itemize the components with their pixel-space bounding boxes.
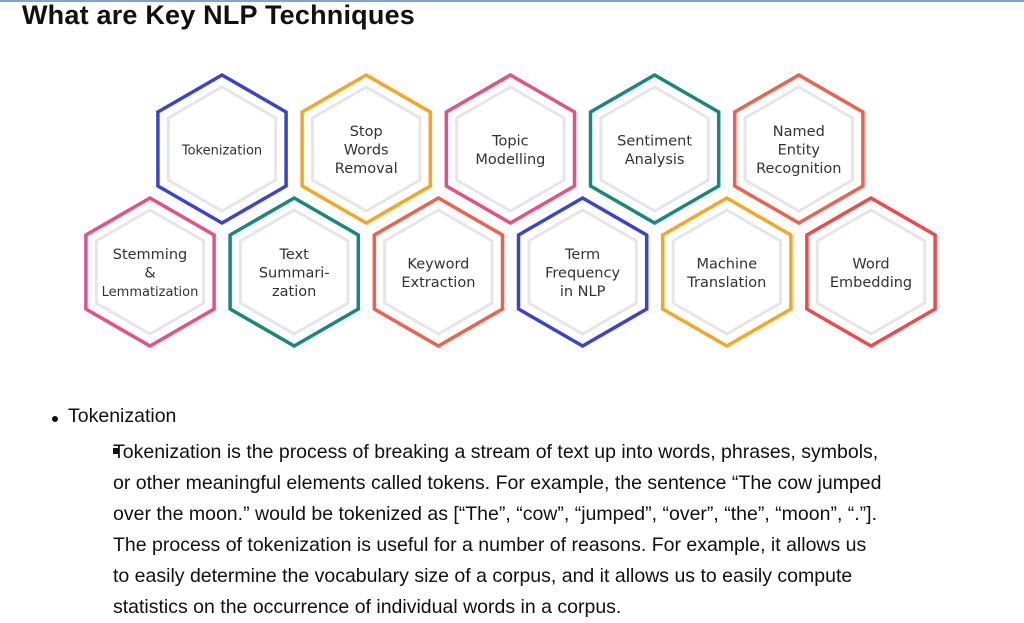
hexagon-inner <box>239 208 350 336</box>
technique-label: Removal <box>335 161 398 177</box>
hexagon-inner <box>671 208 782 336</box>
technique-hexagon: Stemming & Lemmatization <box>84 195 216 349</box>
technique-label: zation <box>272 284 316 300</box>
technique-label: Translation <box>686 275 766 291</box>
techniques-hexagon-diagram: TokenizationStopWordsRemovalTopicModelli… <box>84 72 937 349</box>
technique-label: Text <box>279 247 310 263</box>
hexagon-inner <box>383 208 494 336</box>
hexagon-inner <box>599 85 710 213</box>
technique-label: & <box>144 266 155 282</box>
page-title: What are Key NLP Techniques <box>22 0 415 30</box>
hexagon-inner <box>166 85 278 213</box>
technique-label: Stop <box>350 124 383 140</box>
technique-hexagon: Tokenization <box>156 72 288 226</box>
technique-label: in NLP <box>560 284 606 300</box>
technique-label: Entity <box>778 143 821 159</box>
technique-label: Word <box>852 256 889 272</box>
technique-label: Named <box>773 124 825 140</box>
technique-label: Tokenization <box>181 144 262 159</box>
paragraph-line: The process of tokenization is useful fo… <box>113 534 867 556</box>
hexagon-inner <box>527 208 638 336</box>
hexagon-inner <box>311 85 422 213</box>
paragraph-line: statistics on the occurrence of individu… <box>113 596 622 618</box>
technique-label: Lemmatization <box>102 285 199 300</box>
technique-label: Machine <box>696 256 757 272</box>
technique-label: Words <box>344 143 389 159</box>
technique-label: Extraction <box>401 275 475 291</box>
tokenization-description: Tokenization is the process of breaking … <box>113 437 882 623</box>
technique-label: Summari- <box>259 266 330 282</box>
technique-label: Analysis <box>625 152 685 168</box>
paragraph-line: Tokenization is the process of breaking … <box>113 441 879 463</box>
technique-label: Term <box>564 247 600 263</box>
hexagon-inner <box>743 85 854 213</box>
hexagon-inner <box>815 208 927 336</box>
bullet-label: Tokenization <box>68 405 177 427</box>
hexagon-inner <box>94 208 206 336</box>
technique-label: Recognition <box>756 161 841 177</box>
bullet-dot-icon <box>52 416 58 422</box>
technique-label: Stemming <box>113 247 187 263</box>
paragraph-line: to easily determine the vocabulary size … <box>113 565 853 587</box>
technique-label: Sentiment <box>617 133 692 149</box>
technique-label: Modelling <box>475 152 545 168</box>
window-top-border <box>0 0 1024 2</box>
square-bullet-icon <box>113 448 119 454</box>
technique-label: Keyword <box>407 256 469 272</box>
paragraph-line: over the moon.” would be tokenized as [“… <box>113 503 878 525</box>
paragraph-line: or other meaningful elements called toke… <box>113 472 882 494</box>
technique-label: Topic <box>491 133 528 149</box>
hexagon-inner <box>455 85 566 213</box>
technique-label: Embedding <box>830 275 912 291</box>
technique-label: Frequency <box>545 266 620 282</box>
